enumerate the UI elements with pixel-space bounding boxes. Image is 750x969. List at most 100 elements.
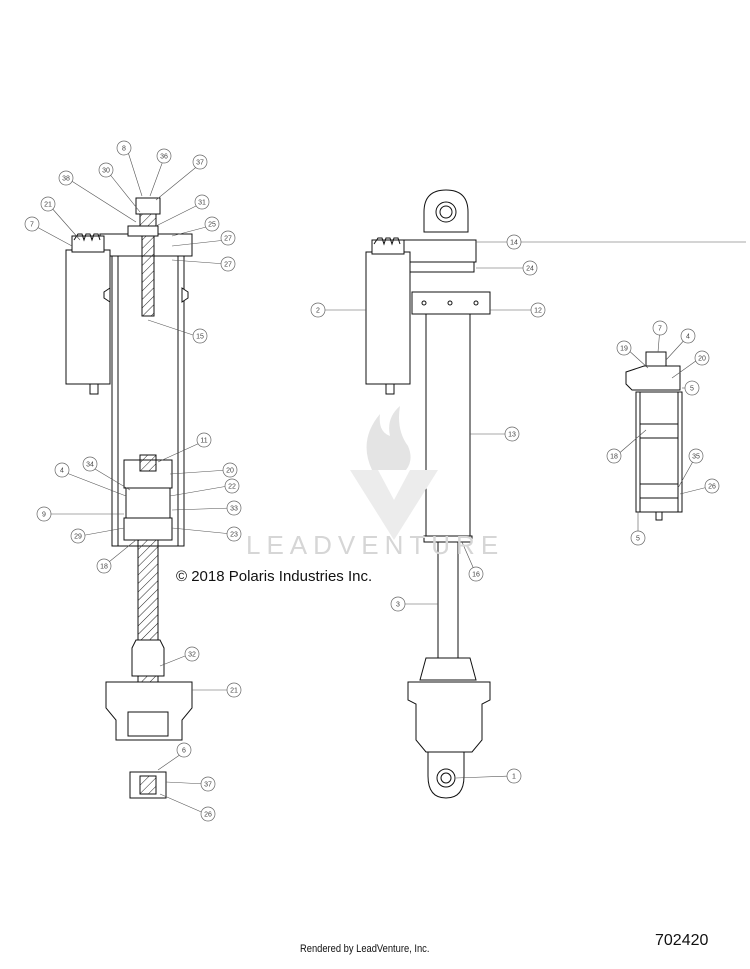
callout-left-27: 27 — [220, 230, 236, 246]
callout-number: 4 — [60, 468, 64, 475]
watermark-logo — [350, 406, 438, 540]
callout-circle — [82, 456, 98, 472]
callout-circle — [116, 140, 132, 156]
callout-left-11: 11 — [196, 432, 212, 448]
callout-number: 16 — [472, 572, 480, 579]
callout-center-16: 16 — [468, 566, 484, 582]
callout-center-3: 3 — [390, 596, 406, 612]
callout-left-37: 37 — [200, 776, 216, 792]
callout-left-21: 21 — [226, 682, 242, 698]
callout-circle — [194, 194, 210, 210]
callout-number: 19 — [620, 346, 628, 353]
callout-number: 15 — [196, 334, 204, 341]
callout-circle — [200, 806, 216, 822]
callout-number: 5 — [636, 536, 640, 543]
callout-number: 22 — [228, 484, 236, 491]
callout-number: 30 — [102, 168, 110, 175]
callout-circle — [96, 558, 112, 574]
callout-number: 13 — [508, 432, 516, 439]
callout-number: 29 — [74, 534, 82, 541]
callout-left-15: 15 — [192, 328, 208, 344]
callout-circle — [192, 154, 208, 170]
callout-number: 21 — [44, 202, 52, 209]
callout-number: 7 — [658, 326, 662, 333]
callout-number: 27 — [224, 262, 232, 269]
callout-center-1: 1 — [506, 768, 522, 784]
callout-circle — [58, 170, 74, 186]
callout-number: 35 — [692, 454, 700, 461]
callout-circle — [680, 328, 696, 344]
callout-left-33: 33 — [226, 500, 242, 516]
callout-left-26: 26 — [200, 806, 216, 822]
callout-number: 2 — [316, 308, 320, 315]
callout-number: 12 — [534, 308, 542, 315]
callout-left-21: 21 — [40, 196, 56, 212]
callout-left-8: 8 — [116, 140, 132, 156]
callout-number: 11 — [200, 438, 207, 445]
callout-circle — [226, 526, 242, 542]
callout-left-25: 25 — [204, 216, 220, 232]
callout-number: 33 — [230, 506, 238, 513]
callout-center-24: 24 — [522, 260, 538, 276]
callout-left-37: 37 — [192, 154, 208, 170]
callout-center-13: 13 — [504, 426, 520, 442]
rendered-by-credit: Rendered by LeadVenture, Inc. — [300, 943, 430, 955]
callout-circle — [224, 478, 240, 494]
callout-circle — [40, 196, 56, 212]
callout-right-5: 5 — [630, 530, 646, 546]
callout-center-14: 14 — [506, 234, 522, 250]
callout-circle — [652, 320, 668, 336]
center-shock-assembled — [365, 189, 491, 799]
callout-number: 37 — [204, 782, 212, 789]
callout-number: 14 — [510, 240, 518, 247]
callout-center-2: 2 — [310, 302, 326, 318]
callout-number: 24 — [526, 266, 534, 273]
callout-right-18: 18 — [606, 448, 622, 464]
callout-circle — [506, 234, 522, 250]
callout-right-35: 35 — [688, 448, 704, 464]
callout-number: 18 — [610, 454, 618, 461]
callout-left-18: 18 — [96, 558, 112, 574]
callout-circle — [192, 328, 208, 344]
callout-circle — [196, 432, 212, 448]
callout-circle — [390, 596, 406, 612]
callout-center-12: 12 — [530, 302, 546, 318]
callout-circle — [176, 742, 192, 758]
callout-circle — [606, 448, 622, 464]
callout-right-5: 5 — [684, 380, 700, 396]
callout-number: 36 — [160, 154, 168, 161]
watermark-text: LEADVENTURE — [246, 530, 505, 560]
callout-number: 26 — [708, 484, 716, 491]
callout-left-30: 30 — [98, 162, 114, 178]
callout-circle — [506, 768, 522, 784]
callout-circle — [630, 530, 646, 546]
callout-left-36: 36 — [156, 148, 172, 164]
callout-circle — [70, 528, 86, 544]
callout-number: 20 — [226, 468, 234, 475]
callout-circle — [200, 776, 216, 792]
callout-circle — [504, 426, 520, 442]
callout-circle — [522, 260, 538, 276]
callout-left-38: 38 — [58, 170, 74, 186]
callout-circle — [222, 462, 238, 478]
callout-circle — [310, 302, 326, 318]
callout-circle — [184, 646, 200, 662]
callout-number: 34 — [86, 462, 94, 469]
callout-left-7: 7 — [24, 216, 40, 232]
right-detail-section — [625, 351, 683, 521]
callout-right-7: 7 — [652, 320, 668, 336]
callout-circle — [98, 162, 114, 178]
callout-right-19: 19 — [616, 340, 632, 356]
callout-circle — [684, 380, 700, 396]
callout-number: 18 — [100, 564, 108, 571]
callout-number: 32 — [188, 652, 196, 659]
callout-circle — [704, 478, 720, 494]
callout-circle — [220, 256, 236, 272]
callout-number: 4 — [686, 334, 690, 341]
callout-circle — [616, 340, 632, 356]
callout-left-32: 32 — [184, 646, 200, 662]
callout-circle — [688, 448, 704, 464]
diagram-part-number: 702420 — [655, 932, 709, 949]
